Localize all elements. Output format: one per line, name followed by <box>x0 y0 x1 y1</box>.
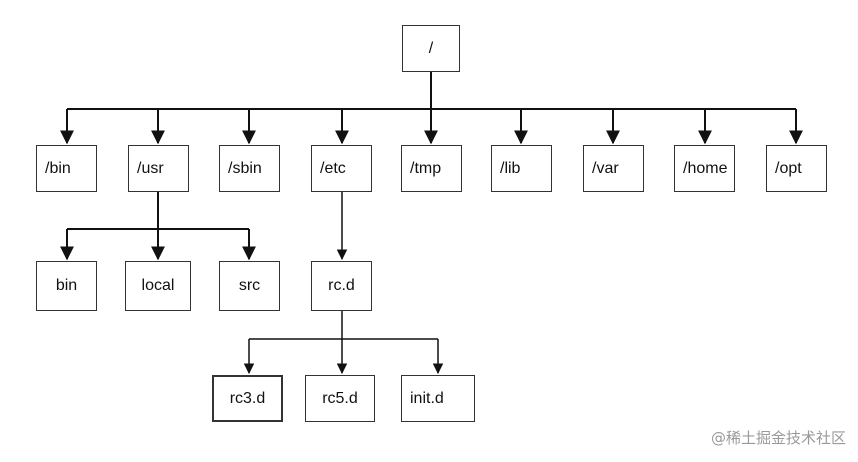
node-usr-bin: bin <box>36 261 97 311</box>
watermark-text: @稀土掘金技术社区 <box>710 429 846 447</box>
node-usr-label: /usr <box>137 159 164 177</box>
node-usr-src: src <box>219 261 280 311</box>
node-sbin-label: /sbin <box>228 159 262 177</box>
node-bin: /bin <box>36 145 97 192</box>
node-var-label: /var <box>592 159 619 177</box>
node-rc3d-label: rc3.d <box>229 389 266 407</box>
node-rcd: rc.d <box>311 261 372 311</box>
node-tmp: /tmp <box>401 145 462 192</box>
node-rc3d: rc3.d <box>212 375 283 422</box>
node-root-label: / <box>428 39 434 57</box>
node-rcd-label: rc.d <box>328 277 355 294</box>
node-rc5d-label: rc5.d <box>322 389 358 407</box>
node-usr-local-label: local <box>141 277 175 294</box>
node-etc-label: /etc <box>320 159 346 177</box>
node-bin-label: /bin <box>45 159 71 177</box>
node-opt: /opt <box>766 145 827 192</box>
node-usr-bin-label: bin <box>55 277 78 294</box>
node-usr-src-label: src <box>238 277 261 294</box>
node-opt-label: /opt <box>775 159 802 177</box>
node-usr-local: local <box>125 261 191 311</box>
node-sbin: /sbin <box>219 145 280 192</box>
node-var: /var <box>583 145 644 192</box>
node-lib-label: /lib <box>500 159 521 177</box>
node-tmp-label: /tmp <box>410 159 442 177</box>
node-initd-label: init.d <box>410 389 444 407</box>
node-root: / <box>402 25 460 72</box>
node-initd: init.d <box>401 375 475 422</box>
node-rc5d: rc5.d <box>305 375 375 422</box>
node-home-label: /home <box>683 159 728 177</box>
node-etc: /etc <box>311 145 372 192</box>
node-usr: /usr <box>128 145 189 192</box>
node-home: /home <box>674 145 735 192</box>
node-lib: /lib <box>491 145 552 192</box>
